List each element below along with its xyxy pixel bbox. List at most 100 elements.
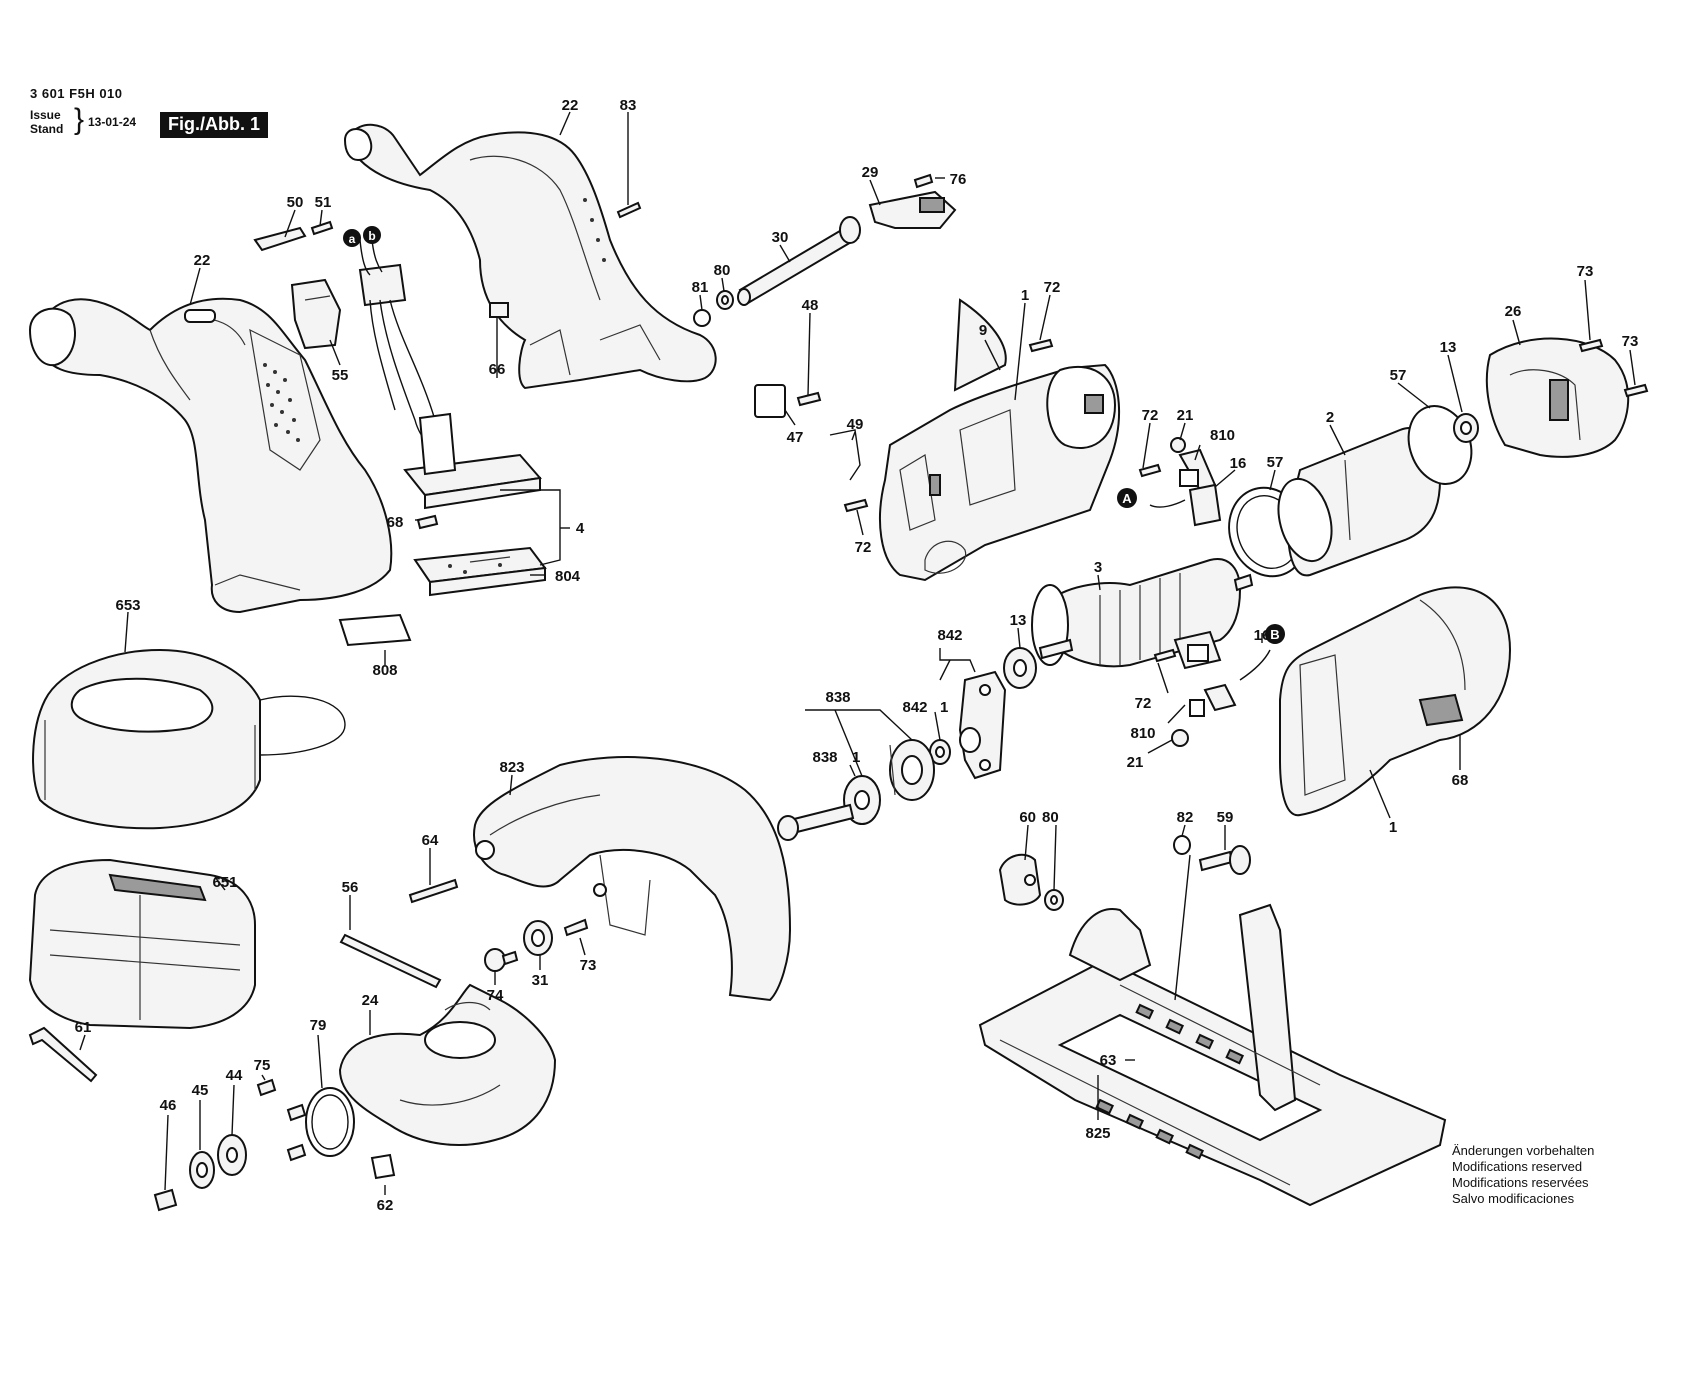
callout-75: 75 (254, 1057, 271, 1074)
callout-46: 46 (160, 1097, 177, 1114)
pin-64 (408, 878, 459, 904)
bolt-59 (1198, 845, 1251, 875)
callout-24: 24 (362, 992, 379, 1009)
screw-73-top (1578, 338, 1604, 353)
screw-83 (616, 201, 642, 219)
callout-68-housing: 68 (1452, 772, 1469, 789)
notice-line-en: Modifications reserved (1452, 1159, 1583, 1174)
lock-button-55 (290, 278, 342, 350)
callout-9: 9 (979, 322, 987, 339)
pivot-knob-60 (998, 853, 1042, 906)
armature-3 (1031, 558, 1254, 668)
base-slots (1095, 1003, 1245, 1160)
callout-22-left: 22 (194, 252, 211, 269)
callout-4: 4 (576, 520, 585, 537)
callout-1-top: 1 (1021, 287, 1029, 304)
callout-labels: 22 83 22 50 51 55 66 68 4 804 808 29 76 … (75, 97, 1639, 1214)
callout-56: 56 (342, 879, 359, 896)
circuit-board-804 (413, 546, 547, 597)
callout-3: 3 (1094, 559, 1102, 576)
callout-838-top: 838 (825, 689, 850, 706)
screw-74 (484, 948, 519, 972)
ring-79 (305, 1087, 355, 1157)
callout-74: 74 (487, 987, 504, 1004)
document-number: 3 601 F5H 010 (30, 86, 123, 101)
callout-55: 55 (332, 367, 349, 384)
base-plate-825 (978, 903, 1447, 1207)
motor-housing-68 (1279, 586, 1512, 817)
issue-label: Issue (30, 108, 61, 122)
marker-a: a (343, 229, 361, 247)
callout-823: 823 (499, 759, 524, 776)
callout-63: 63 (1100, 1052, 1117, 1069)
callout-810-mid: 810 (1130, 725, 1155, 742)
callout-72-mid: 72 (855, 539, 872, 556)
handle-knob-29 (868, 190, 957, 229)
callout-61: 61 (75, 1019, 92, 1036)
notice-line-de: Änderungen vorbehalten (1452, 1143, 1595, 1158)
spring-68-small (416, 514, 439, 530)
callout-72-brush: 72 (1142, 407, 1159, 424)
screw-73-right (1623, 383, 1649, 398)
issue-brace: } (74, 103, 85, 136)
callout-653: 653 (115, 597, 140, 614)
callout-72-low: 72 (1135, 695, 1152, 712)
screw-76 (913, 173, 934, 189)
spindle-shaft (777, 803, 855, 841)
issue-date: 13-01-24 (88, 115, 137, 129)
motor-housing-1-top (879, 298, 1120, 582)
svg-text:a: a (349, 232, 356, 246)
callout-651: 651 (212, 874, 237, 891)
rotor-plug-47 (754, 384, 786, 418)
callout-21-top: 21 (1177, 407, 1194, 424)
washer-80-base (1044, 889, 1064, 911)
callout-2: 2 (1326, 409, 1334, 426)
spring-48 (796, 391, 822, 407)
housing-left-half (28, 297, 393, 614)
charger-653 (32, 648, 346, 830)
callout-45: 45 (192, 1082, 209, 1099)
screw-73-guard (563, 918, 589, 937)
callout-47: 47 (787, 429, 804, 446)
callout-50: 50 (287, 194, 304, 211)
callout-57-left: 57 (1267, 454, 1284, 471)
callout-48: 48 (802, 297, 819, 314)
flange-45 (189, 1151, 215, 1189)
callout-22-top: 22 (562, 97, 579, 114)
bearing-13-top (1453, 413, 1479, 443)
callout-60: 60 (1019, 809, 1036, 826)
leader-lines (79, 111, 1636, 1195)
bushing-31 (523, 920, 553, 956)
label-62 (370, 1153, 396, 1180)
callout-808: 808 (372, 662, 397, 679)
callout-49: 49 (847, 416, 864, 433)
callout-59: 59 (1217, 809, 1234, 826)
callout-64: 64 (422, 832, 439, 849)
callout-81: 81 (692, 279, 709, 296)
callout-842-mid: 842 (902, 699, 927, 716)
svg-text:A: A (1122, 491, 1132, 506)
housing-left-grid-dots (263, 363, 300, 442)
callout-80-top: 80 (714, 262, 731, 279)
washer-81 (693, 309, 711, 327)
marker-B: B (1265, 624, 1285, 644)
callout-82: 82 (1177, 809, 1194, 826)
figure-label-badge: Fig./Abb. 1 (160, 112, 268, 138)
notice-line-fr: Modifications reservées (1452, 1175, 1589, 1190)
blade-guard-823 (473, 756, 792, 1002)
brush-assembly-B (1153, 630, 1271, 747)
callout-29: 29 (862, 164, 879, 181)
spring-56 (339, 933, 442, 989)
callout-51: 51 (315, 194, 332, 211)
callout-13-mid: 13 (1010, 612, 1027, 629)
svg-text:b: b (368, 229, 375, 243)
callout-21-mid: 21 (1127, 754, 1144, 771)
battery-651 (28, 858, 256, 1030)
callout-842-top: 842 (937, 627, 962, 644)
screw-72-top (1028, 338, 1054, 353)
callout-66: 66 (489, 361, 506, 378)
stand-label: Stand (30, 122, 64, 136)
callout-825: 825 (1085, 1125, 1110, 1142)
hex-key-61 (28, 1026, 98, 1083)
